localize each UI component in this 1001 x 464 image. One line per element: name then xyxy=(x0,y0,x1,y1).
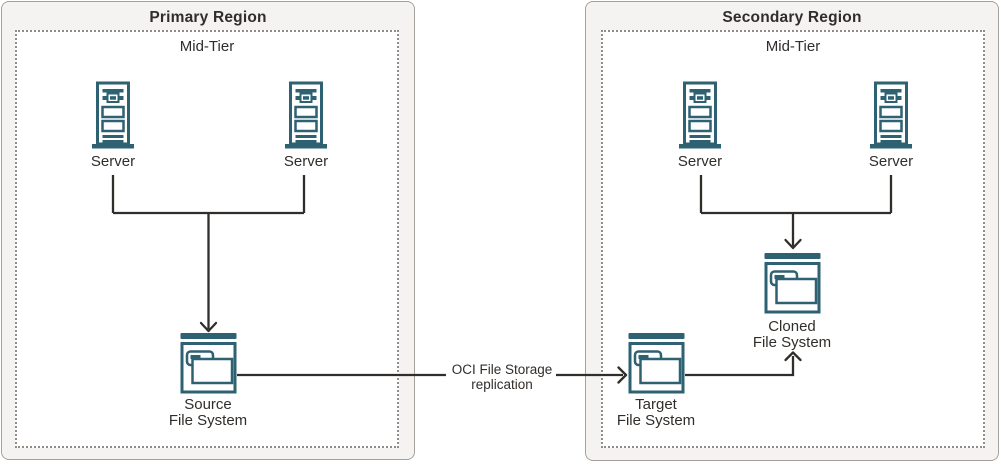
secondary-midtier-label: Mid-Tier xyxy=(765,38,821,55)
cloned-file-system-label: Cloned File System xyxy=(752,318,832,351)
source-file-system-icon xyxy=(180,333,237,394)
server-label: Server xyxy=(868,153,914,170)
primary-region-title: Primary Region xyxy=(149,9,267,26)
target-file-system-label: Target File System xyxy=(616,396,696,429)
server-icon xyxy=(92,81,134,149)
target-file-system-icon xyxy=(628,333,685,394)
server-icon xyxy=(679,81,721,149)
server-label: Server xyxy=(677,153,723,170)
server-icon xyxy=(870,81,912,149)
secondary-region-title: Secondary Region xyxy=(722,9,862,26)
server-label: Server xyxy=(283,153,329,170)
replication-label: OCI File Storage replication xyxy=(451,362,553,392)
source-file-system-label: Source File System xyxy=(168,396,248,429)
primary-midtier-label: Mid-Tier xyxy=(179,38,235,55)
server-label: Server xyxy=(90,153,136,170)
server-icon xyxy=(285,81,327,149)
cloned-file-system-icon xyxy=(764,253,821,314)
